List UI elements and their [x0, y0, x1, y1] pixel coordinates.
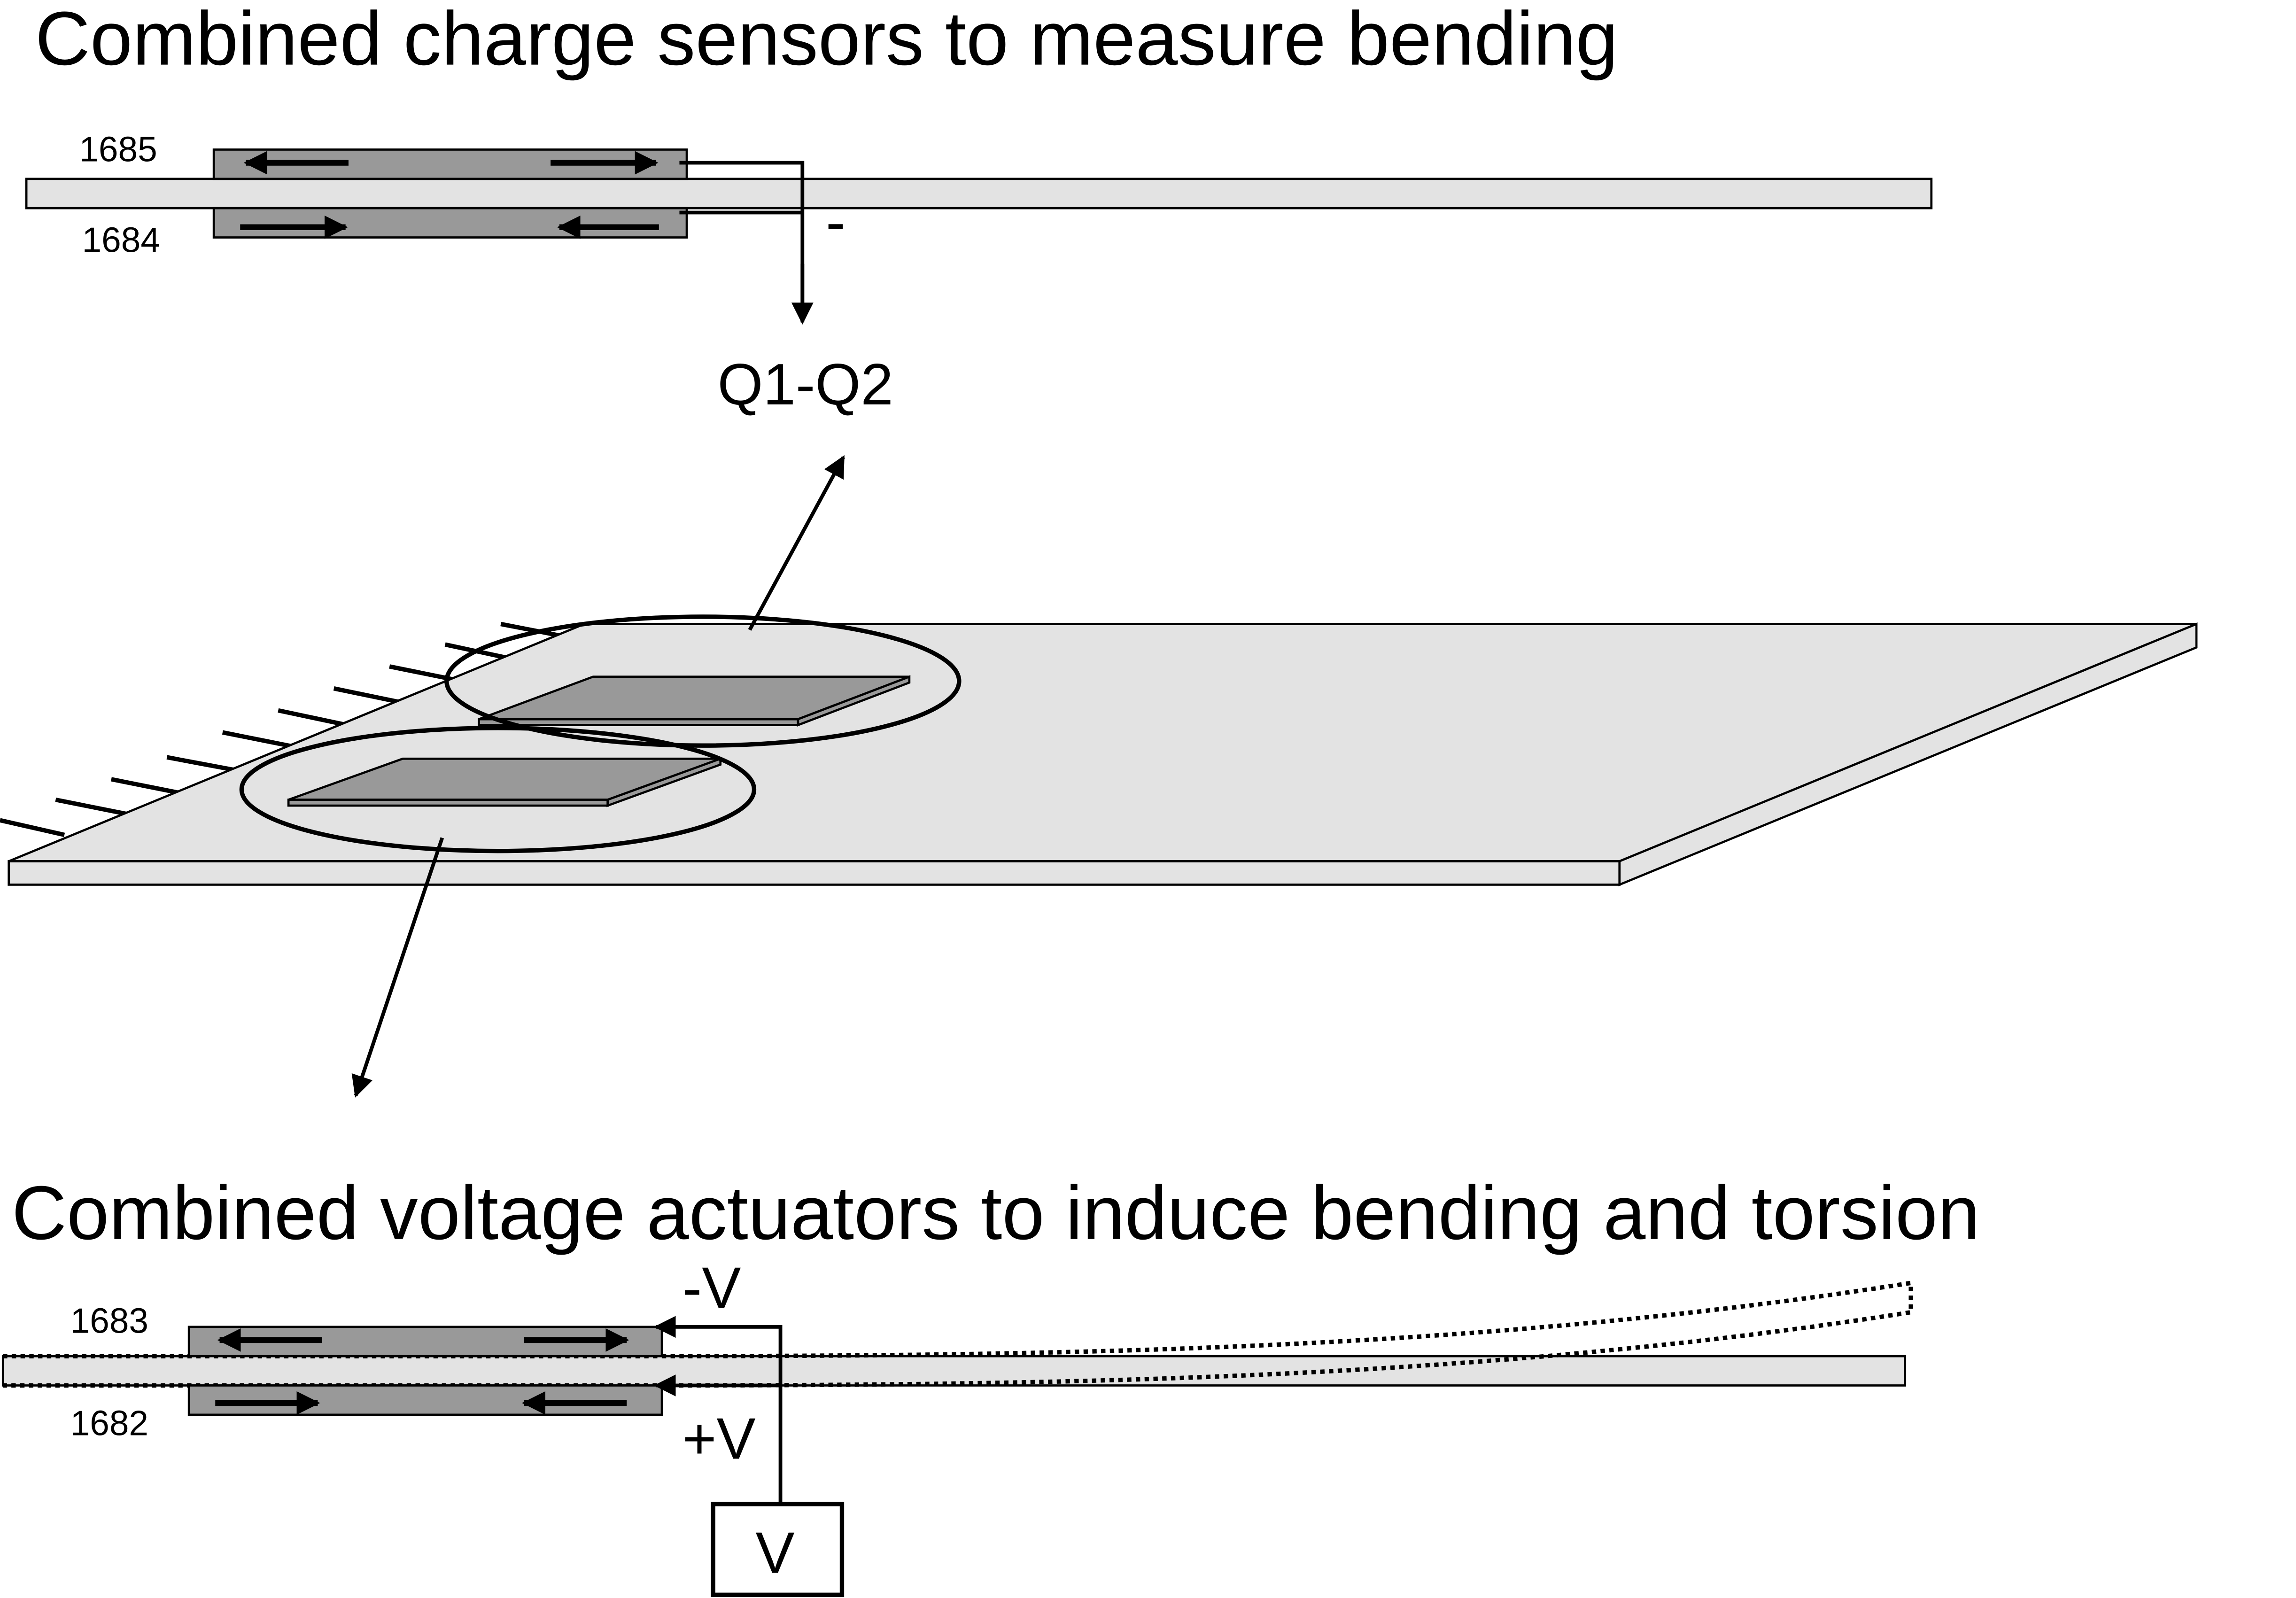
actuator-section-title: Combined voltage actuators to induce ben… [12, 1171, 1980, 1256]
plate-side-face [1618, 622, 2198, 886]
patch-label-1684: 1684 [82, 220, 160, 260]
voltage-source-box [711, 1502, 845, 1597]
deflected-beam-outline [3, 1280, 1913, 1388]
sensor-section-title: Combined charge sensors to measure bendi… [35, 0, 1618, 81]
actuator-callout-arrow-icon [351, 837, 444, 1098]
polarity-sign: - [826, 189, 845, 255]
plate-assembly [0, 455, 2198, 1098]
actuator-beam [1, 1355, 1907, 1387]
patch-label-1685: 1685 [79, 129, 157, 169]
actuator-highlight-ellipse [239, 726, 757, 853]
negative-voltage-label: -V [683, 1255, 741, 1320]
patch-label-1683: 1683 [70, 1301, 148, 1340]
sensor-highlight-ellipse [444, 614, 962, 748]
voltage-source-label: V [756, 1520, 795, 1586]
plate-front-face [8, 860, 1621, 886]
sensor-beam [25, 178, 1933, 209]
sensor-patch-on-plate [478, 675, 911, 727]
actuator-beam-assembly: V 1683 1682 -V +V [1, 1255, 1913, 1597]
patch-label-1682: 1682 [70, 1403, 148, 1443]
positive-voltage-label: +V [683, 1406, 756, 1471]
output-label: Q1-Q2 [717, 352, 893, 417]
actuator-patch-on-plate [287, 757, 722, 807]
sensor-beam-assembly: 1685 1684 - Q1-Q2 [25, 129, 1933, 417]
sensor-patch-1684 [212, 207, 688, 239]
sensor-callout-arrow-icon [748, 455, 845, 631]
actuator-wire-negative [653, 1316, 783, 1505]
